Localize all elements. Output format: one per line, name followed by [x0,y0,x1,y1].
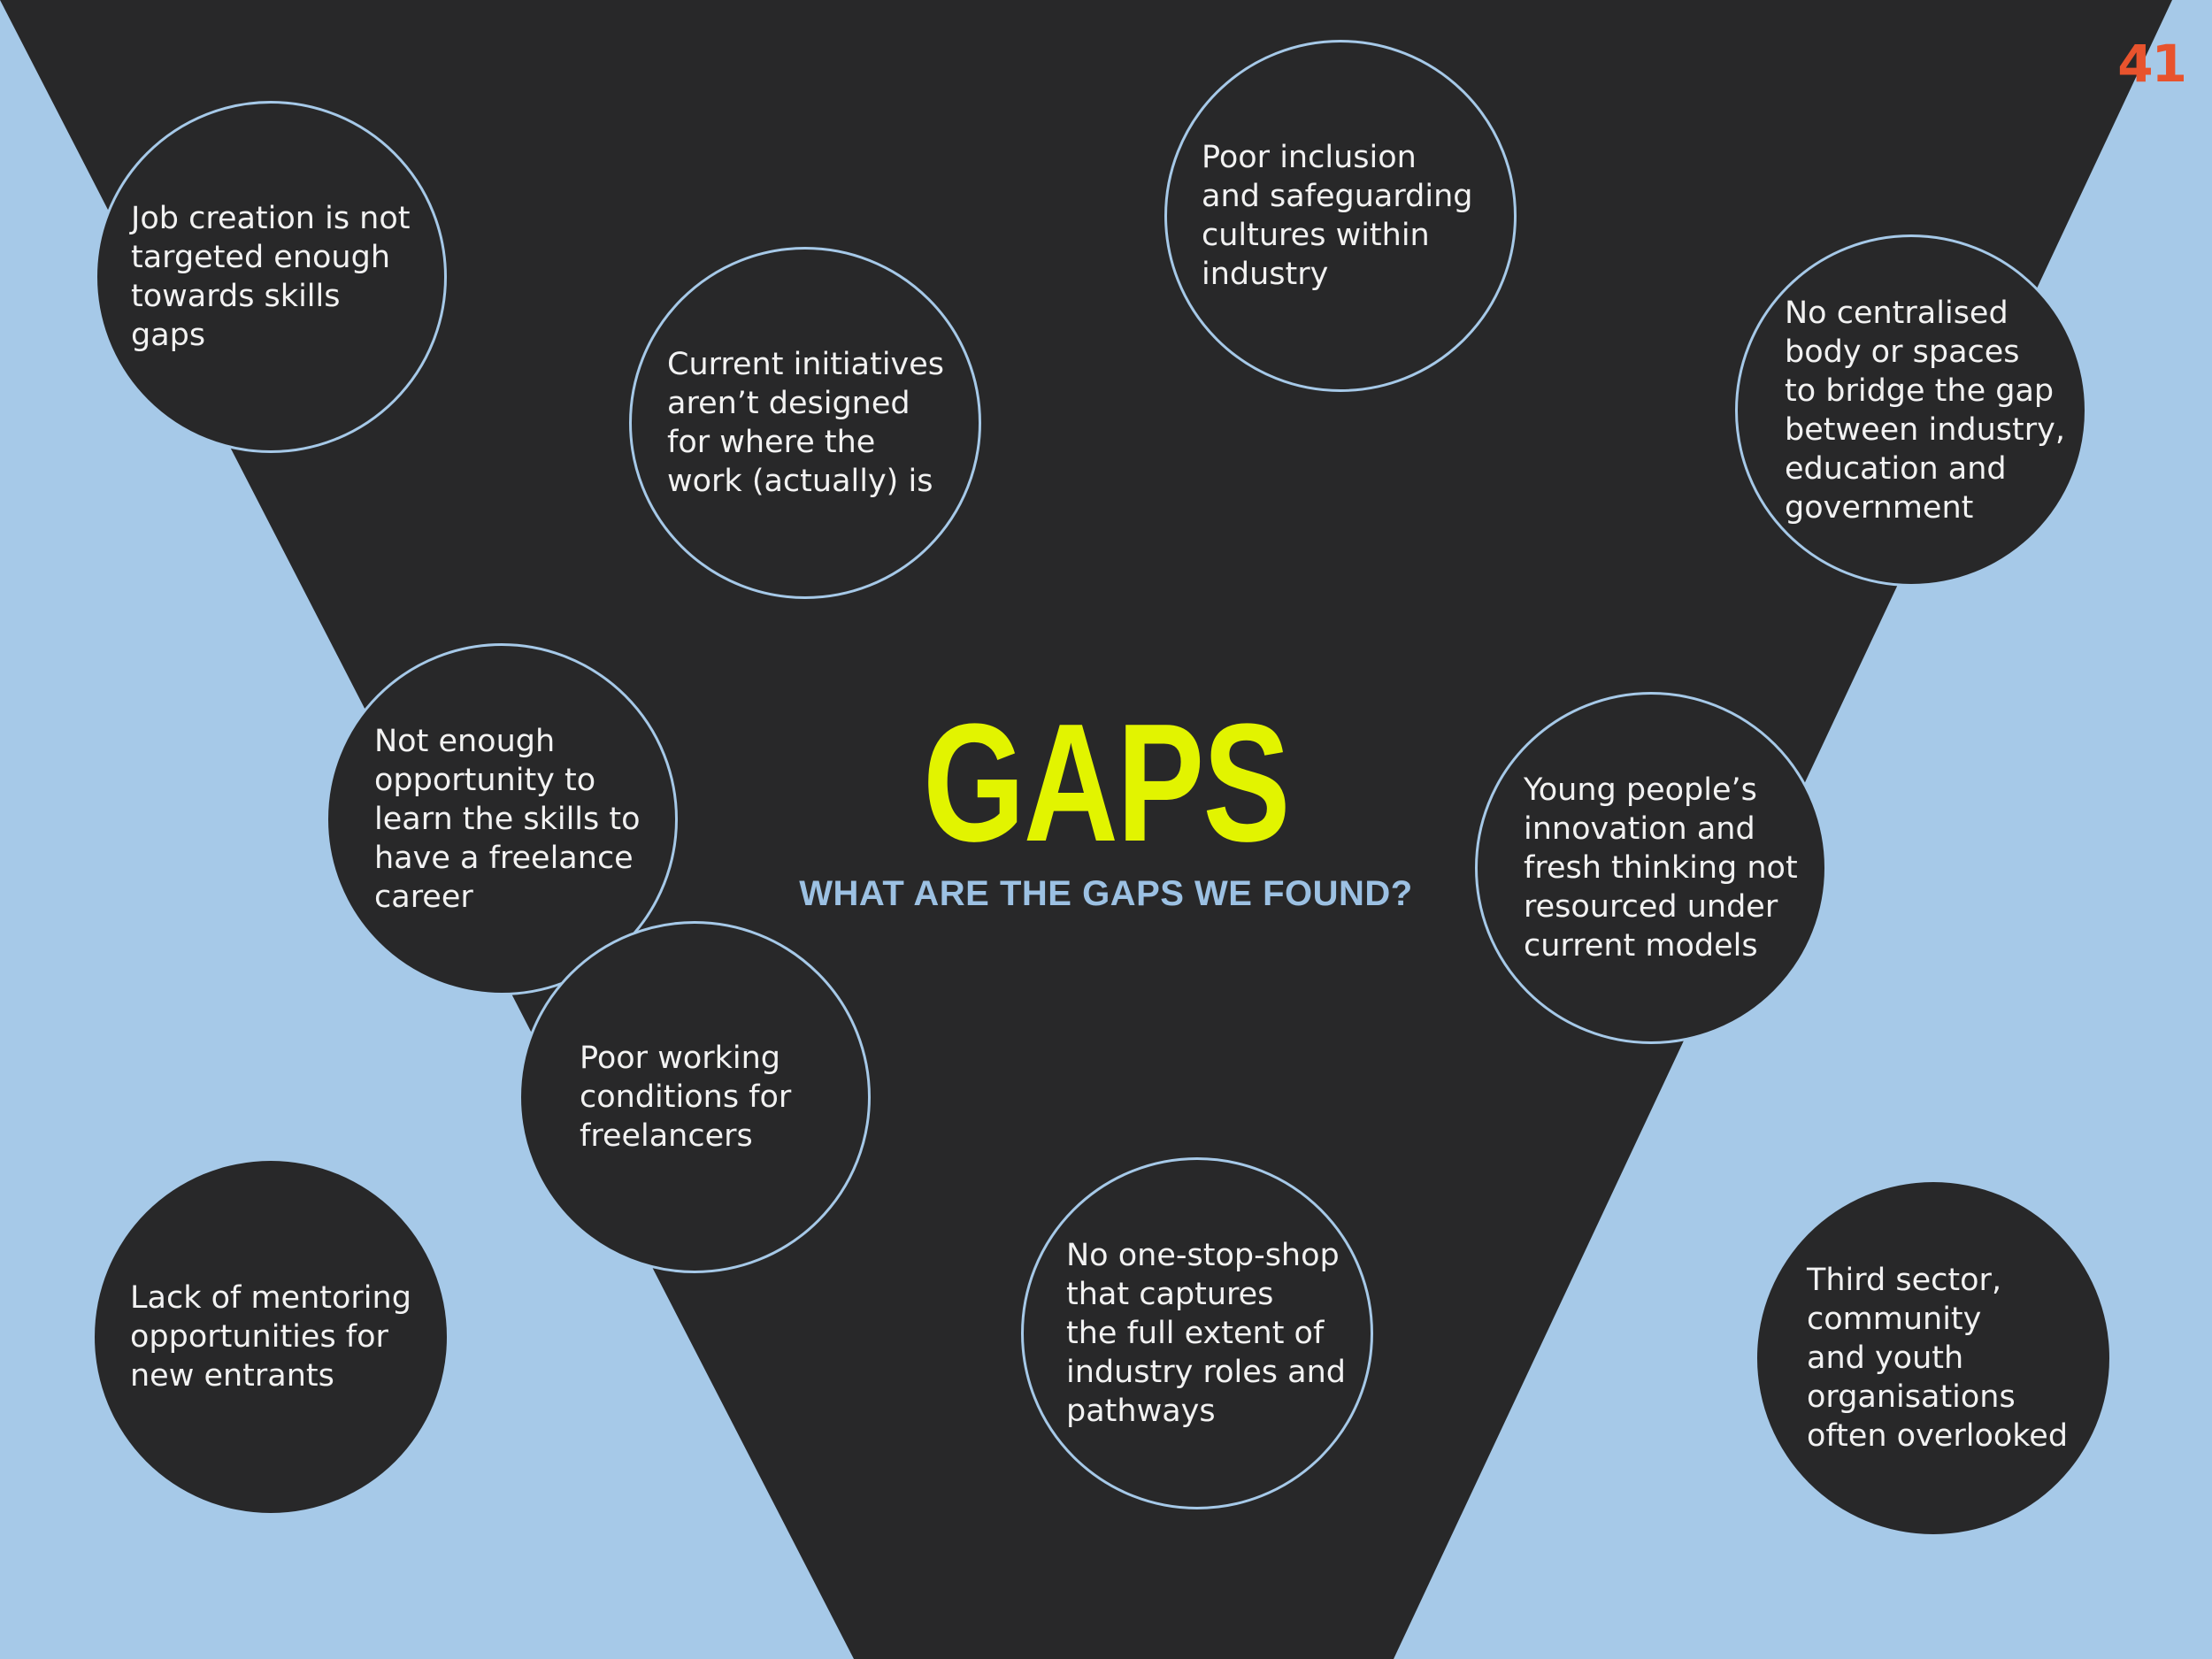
gap-bubble-text: Lack of mentoring opportunities for new … [130,1280,411,1394]
gap-bubble-text: Job creation is not targeted enough towa… [131,201,411,353]
gap-bubble-no-one-stop-shop: No one-stop-shop that captures the full … [1021,1157,1373,1509]
page-subtitle: WHAT ARE THE GAPS WE FOUND? [799,874,1413,913]
gap-bubble-third-sector: Third sector, community and youth organi… [1757,1182,2109,1534]
gap-bubble-text: Young people’s innovation and fresh thin… [1524,772,1798,964]
gap-bubble-no-centralised-body: No centralised body or spaces to bridge … [1735,234,2087,587]
gap-bubble-text: Third sector, community and youth organi… [1807,1263,2069,1454]
gap-bubble-poor-inclusion: Poor inclusion and safeguarding cultures… [1164,40,1517,392]
page-title: GAPS [923,689,1290,877]
gap-bubble-job-creation: Job creation is not targeted enough towa… [95,101,447,453]
gap-bubble-not-enough-opportunity: Not enough opportunity to learn the skil… [326,643,678,995]
gap-bubble-text: Poor inclusion and safeguarding cultures… [1202,140,1473,292]
gap-bubble-poor-working-conditions: Poor working conditions for freelancers [518,921,871,1273]
gap-bubble-young-peoples-innovation: Young people’s innovation and fresh thin… [1475,692,1827,1044]
gap-bubble-current-initiatives: Current initiatives aren’t designed for … [629,247,981,599]
gap-bubble-lack-of-mentoring: Lack of mentoring opportunities for new … [95,1161,447,1513]
gap-bubble-text: No one-stop-shop that captures the full … [1066,1238,1346,1429]
gap-bubble-text: Current initiatives aren’t designed for … [667,347,945,499]
gap-bubble-text: Not enough opportunity to learn the skil… [374,724,641,915]
heading: GAPS WHAT ARE THE GAPS WE FOUND? [672,695,1540,916]
page-number: 41 [2117,34,2187,94]
gap-bubble-text: No centralised body or spaces to bridge … [1785,296,2065,526]
gap-bubble-text: Poor working conditions for freelancers [580,1041,792,1154]
